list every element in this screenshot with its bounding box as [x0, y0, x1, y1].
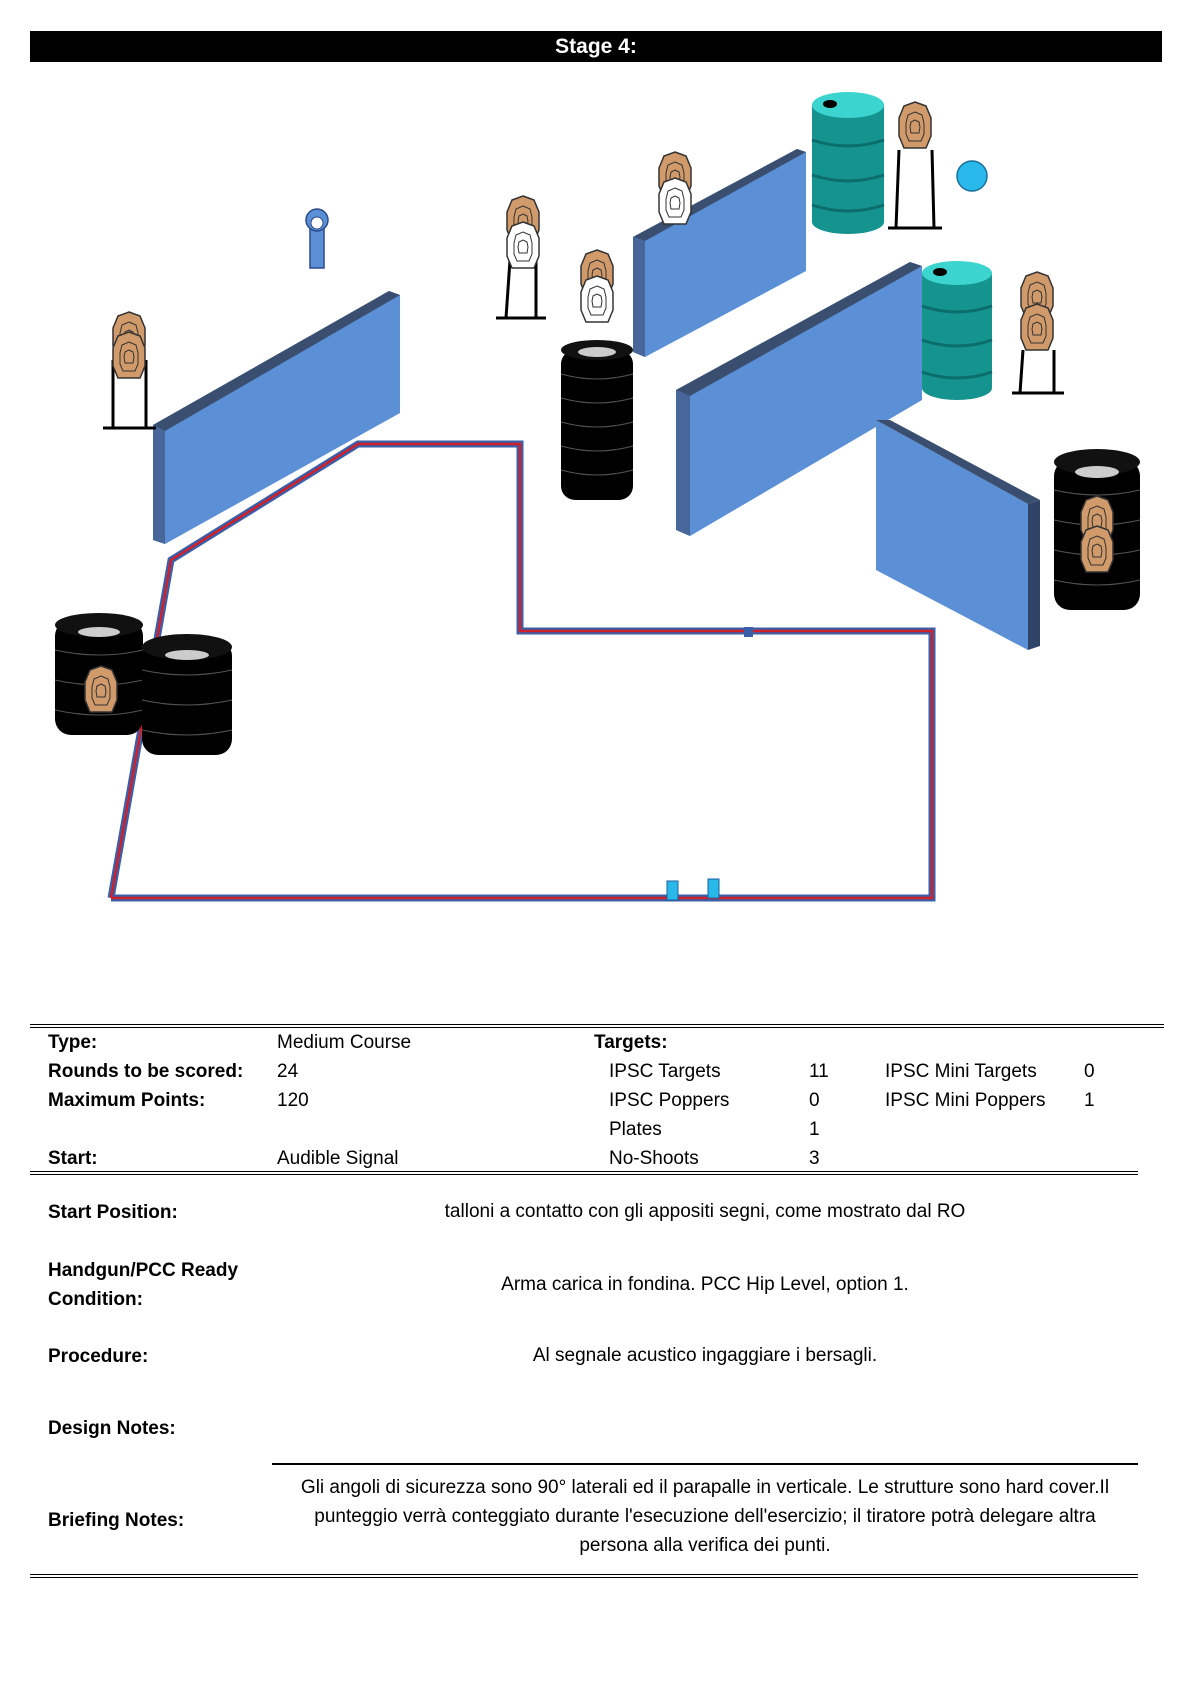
no-shoot-stand-3	[658, 151, 692, 225]
mini-poppers-value: 1	[1084, 1090, 1095, 1111]
mini-targets-value: 0	[1084, 1061, 1095, 1082]
barrel-right	[921, 261, 993, 400]
targets-plates-label: Plates	[609, 1119, 662, 1140]
mini-targets-label: IPSC Mini Targets	[885, 1061, 1037, 1082]
start-label: Start:	[48, 1148, 98, 1169]
max-points-value: 120	[277, 1090, 309, 1111]
briefing-divider	[272, 1463, 1138, 1465]
wall-right	[876, 420, 1040, 650]
procedure-label: Procedure:	[48, 1346, 149, 1367]
mini-poppers-label: IPSC Mini Poppers	[885, 1090, 1046, 1111]
briefing-notes-value: Gli angoli di sicurezza sono 90° lateral…	[300, 1477, 1110, 1556]
divider-top	[30, 1024, 1164, 1028]
briefing-notes-label: Briefing Notes:	[48, 1510, 185, 1531]
start-position-value: talloni a contatto con gli appositi segn…	[444, 1201, 966, 1222]
no-shoot-stand-1	[496, 195, 546, 320]
target-stand-top-right	[888, 101, 942, 230]
wall-center-front	[676, 262, 922, 536]
rounds-label: Rounds to be scored:	[48, 1061, 244, 1082]
targets-noshoots-value: 3	[809, 1148, 820, 1169]
targets-poppers-label: IPSC Poppers	[609, 1090, 730, 1111]
procedure-value: Al segnale acustico ingaggiare i bersagl…	[532, 1345, 878, 1366]
targets-poppers-value: 0	[809, 1090, 820, 1111]
targets-ipsc-label: IPSC Targets	[609, 1061, 721, 1082]
targets-plates-value: 1	[809, 1119, 820, 1140]
target-on-tires-left	[84, 665, 118, 713]
target-stand-right	[1012, 271, 1064, 395]
start-position-label: Start Position:	[48, 1202, 178, 1223]
ready-condition-label-2: Condition:	[48, 1289, 143, 1310]
plate-target	[956, 160, 988, 192]
wall-left	[153, 291, 400, 544]
stage-title: Stage 4:	[30, 31, 1162, 62]
targets-ipsc-value: 11	[809, 1061, 829, 1082]
tire-stack-left-front	[141, 634, 233, 755]
type-value: Medium Course	[277, 1032, 412, 1053]
no-shoot-stand-2	[580, 249, 614, 323]
mini-popper	[305, 208, 329, 269]
targets-on-tires-right	[1080, 495, 1114, 573]
type-label: Type:	[48, 1032, 98, 1053]
targets-label: Targets:	[594, 1032, 668, 1053]
target-stand-left	[103, 311, 156, 430]
ready-condition-value: Arma carica in fondina. PCC Hip Level, o…	[501, 1274, 909, 1295]
start-mark-left	[666, 880, 679, 901]
start-mark-right	[707, 878, 720, 899]
rounds-value: 24	[277, 1061, 299, 1082]
barrel-top	[811, 92, 885, 234]
design-notes-label: Design Notes:	[48, 1418, 176, 1439]
max-points-label: Maximum Points:	[48, 1090, 206, 1111]
targets-noshoots-label: No-Shoots	[609, 1148, 699, 1169]
stage-diagram	[54, 92, 1141, 902]
divider-middle	[30, 1171, 1138, 1175]
divider-bottom	[30, 1574, 1138, 1578]
start-value: Audible Signal	[277, 1148, 399, 1169]
tire-stack-center	[560, 340, 634, 500]
fault-line	[107, 440, 936, 902]
ready-condition-label-1: Handgun/PCC Ready	[48, 1260, 239, 1281]
